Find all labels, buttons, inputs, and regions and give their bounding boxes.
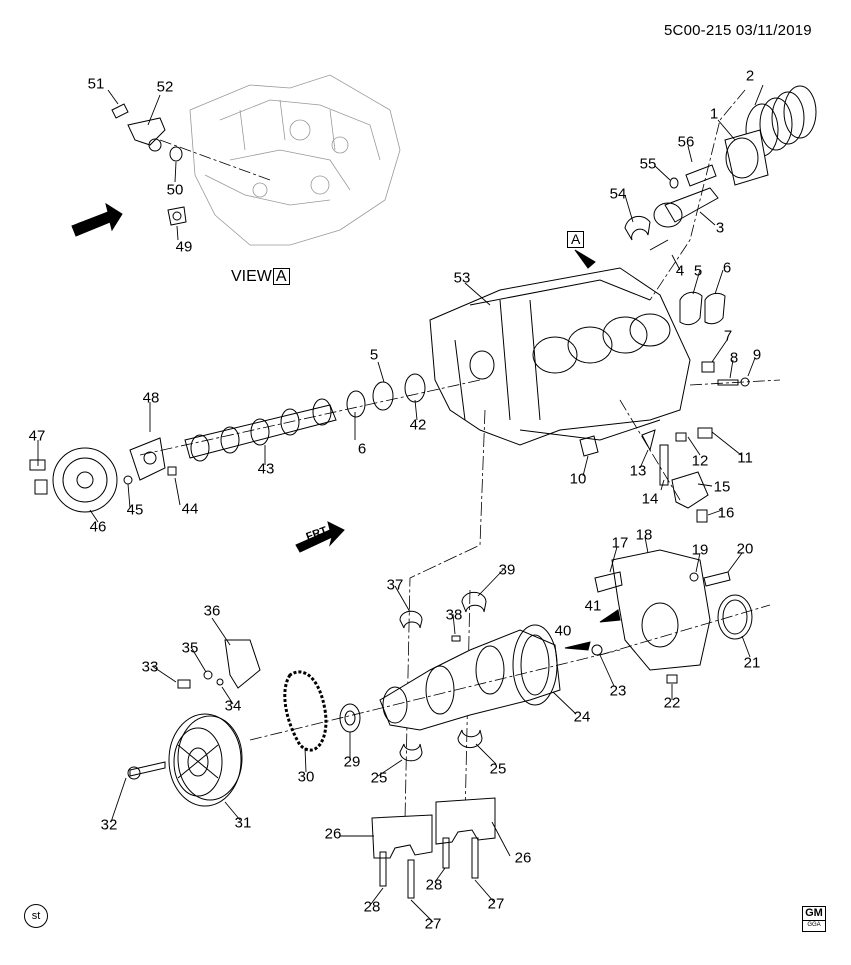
document-date: 03/11/2019 — [735, 22, 812, 39]
callout-28-left[interactable]: 28 — [363, 898, 381, 916]
callout-23[interactable]: 23 — [609, 682, 627, 700]
cam-sprocket-46 — [29, 437, 177, 513]
callout-16[interactable]: 16 — [717, 504, 735, 522]
callout-53[interactable]: 53 — [453, 269, 471, 287]
frt-arrows — [71, 202, 621, 651]
crank-bearings — [399, 591, 487, 762]
callout-47[interactable]: 47 — [28, 427, 46, 445]
callout-19[interactable]: 19 — [691, 541, 709, 559]
callout-5-lower[interactable]: 5 — [369, 346, 379, 364]
document-reference: 5C00-215 03/11/2019 — [664, 22, 812, 39]
view-label-text: VIEW — [231, 268, 272, 285]
callout-17[interactable]: 17 — [611, 534, 629, 552]
callout-12[interactable]: 12 — [691, 452, 709, 470]
callout-52[interactable]: 52 — [156, 78, 174, 96]
callout-7[interactable]: 7 — [723, 327, 733, 345]
camshaft-43 — [139, 373, 481, 462]
gm-logo-name: GM — [805, 907, 823, 919]
callout-51[interactable]: 51 — [87, 75, 105, 93]
callout-41[interactable]: 41 — [584, 597, 602, 615]
gm-logo: GM GGA — [802, 906, 826, 932]
st-badge: st — [24, 904, 48, 928]
callout-39[interactable]: 39 — [498, 561, 516, 579]
callout-25-right[interactable]: 25 — [489, 760, 507, 778]
callout-6-upper[interactable]: 6 — [722, 259, 732, 277]
callout-9[interactable]: 9 — [752, 346, 762, 364]
callout-44[interactable]: 44 — [181, 500, 199, 518]
callout-43[interactable]: 43 — [257, 460, 275, 478]
callout-33[interactable]: 33 — [141, 658, 159, 676]
callout-46[interactable]: 46 — [89, 518, 107, 536]
view-label-box: A — [272, 268, 290, 285]
callout-40[interactable]: 40 — [554, 622, 572, 640]
callout-35[interactable]: 35 — [181, 639, 199, 657]
callout-25-left[interactable]: 25 — [370, 769, 388, 787]
bolts-front-block — [579, 399, 709, 523]
callout-3[interactable]: 3 — [715, 219, 725, 237]
callout-8[interactable]: 8 — [729, 349, 739, 367]
callout-55[interactable]: 55 — [639, 155, 657, 173]
callout-11[interactable]: 11 — [737, 449, 753, 467]
callout-50[interactable]: 50 — [166, 181, 184, 199]
small-parts-right — [675, 361, 781, 442]
callout-27-left[interactable]: 27 — [424, 915, 442, 933]
callout-27-right[interactable]: 27 — [487, 895, 505, 913]
balancer-31 — [127, 713, 243, 807]
view-a-block — [189, 74, 401, 246]
callout-49[interactable]: 49 — [175, 238, 193, 256]
callout-32[interactable]: 32 — [100, 816, 118, 834]
callout-4[interactable]: 4 — [675, 262, 685, 280]
callout-29[interactable]: 29 — [343, 753, 361, 771]
callout-30[interactable]: 30 — [297, 768, 315, 786]
callout-45[interactable]: 45 — [126, 501, 144, 519]
document-id: 5C00-215 — [664, 22, 732, 39]
callout-48[interactable]: 48 — [142, 389, 160, 407]
callout-54[interactable]: 54 — [609, 185, 627, 203]
callout-26-right[interactable]: 26 — [514, 849, 532, 867]
callout-20[interactable]: 20 — [736, 540, 754, 558]
callout-22[interactable]: 22 — [663, 694, 681, 712]
callout-36[interactable]: 36 — [203, 602, 221, 620]
callout-26-left[interactable]: 26 — [324, 825, 342, 843]
callout-14[interactable]: 14 — [641, 490, 659, 508]
callout-34[interactable]: 34 — [224, 697, 242, 715]
crankshaft-24 — [249, 624, 621, 741]
callout-2[interactable]: 2 — [745, 67, 755, 85]
view-a-parts — [111, 103, 271, 226]
callout-1[interactable]: 1 — [709, 105, 719, 123]
leader-lines — [37, 84, 764, 923]
callout-28-right[interactable]: 28 — [425, 876, 443, 894]
callout-13[interactable]: 13 — [629, 462, 647, 480]
callout-15[interactable]: 15 — [713, 478, 731, 496]
callout-21[interactable]: 21 — [743, 654, 761, 672]
callout-56[interactable]: 56 — [677, 133, 695, 151]
callout-38[interactable]: 38 — [445, 606, 463, 624]
callout-31[interactable]: 31 — [234, 814, 252, 832]
piston-assembly — [624, 85, 817, 326]
engine-block-53 — [429, 267, 691, 446]
callout-24[interactable]: 24 — [573, 708, 591, 726]
callout-6-lower[interactable]: 6 — [357, 440, 367, 458]
callout-37[interactable]: 37 — [386, 576, 404, 594]
gm-logo-sub: GGA — [803, 920, 825, 929]
timing-chain-parts — [177, 639, 361, 752]
callout-18[interactable]: 18 — [635, 526, 653, 544]
view-a-marker: A — [567, 231, 585, 248]
callout-42[interactable]: 42 — [409, 416, 427, 434]
callout-10[interactable]: 10 — [569, 470, 587, 488]
callout-5-upper[interactable]: 5 — [693, 262, 703, 280]
front-cover-18 — [591, 549, 771, 684]
bearing-caps-26 — [371, 797, 496, 899]
